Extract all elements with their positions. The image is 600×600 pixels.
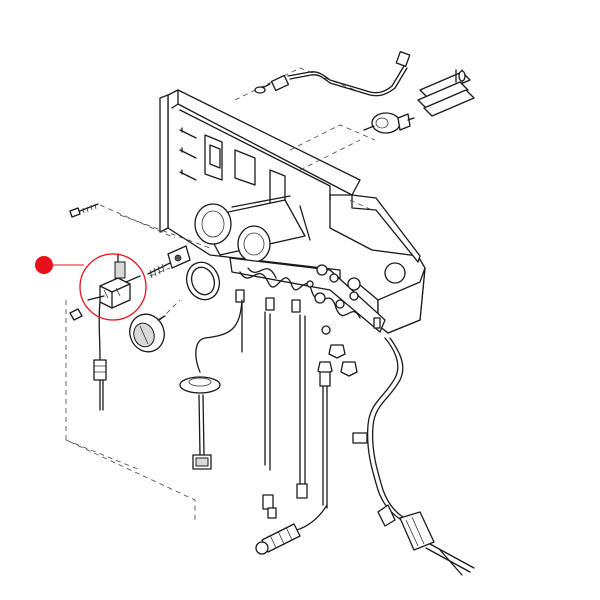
highlight-dot	[35, 256, 53, 274]
control-knob	[129, 313, 166, 353]
pressure-sensor-assembly	[254, 51, 415, 134]
highlight-marker	[35, 253, 147, 321]
locking-nuts	[317, 344, 358, 377]
o-ring-seal	[185, 261, 221, 301]
sensor-rods	[241, 301, 331, 519]
highlight-circle	[79, 253, 147, 321]
terminal-rail	[229, 257, 386, 335]
heating-rod-bundle	[417, 69, 475, 117]
spring-connector	[147, 245, 191, 279]
probe-cable	[179, 299, 243, 470]
power-cable	[352, 337, 475, 576]
connector-plug	[255, 504, 328, 555]
heating-element-sleeves	[194, 195, 311, 263]
mounting-screw	[69, 203, 99, 218]
thermostat-switch[interactable]	[69, 253, 141, 411]
